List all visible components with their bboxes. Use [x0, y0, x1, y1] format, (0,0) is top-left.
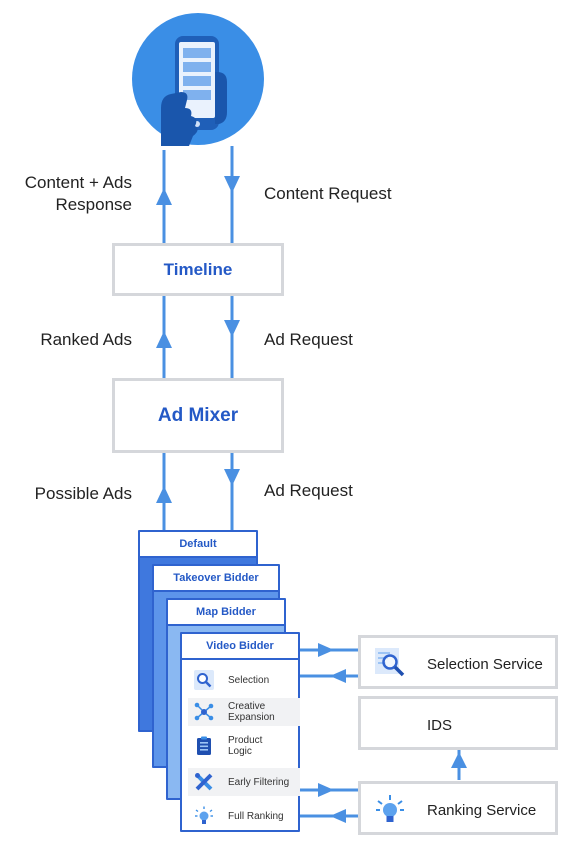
selection-service-icon: [375, 648, 405, 682]
step-product-line2: Logic: [228, 746, 252, 757]
step-early-filtering-label: Early Filtering: [228, 776, 290, 788]
content-ads-response-line2: Response: [55, 195, 132, 214]
step-product-line1: Product: [228, 735, 263, 746]
magnifier-icon: [194, 670, 214, 690]
ranking-service-icon: [375, 795, 405, 829]
network-nodes-icon: [194, 702, 214, 722]
ad-mixer-title: Ad Mixer: [157, 404, 239, 426]
step-creative-line2: Expansion: [228, 712, 275, 723]
step-selection: Selection: [188, 666, 300, 694]
step-creative-expansion-label: Creative Expansion: [228, 701, 275, 723]
ranking-service-node: Ranking Service: [358, 781, 558, 835]
step-product-logic: Product Logic: [188, 732, 300, 760]
video-bidder-card: Video Bidder Selection Creative: [180, 632, 300, 832]
ids-label: IDS: [427, 717, 453, 734]
step-full-ranking: Full Ranking: [188, 802, 300, 830]
video-bidder-title: Video Bidder: [182, 634, 298, 660]
takeover-bidder-title: Takeover Bidder: [154, 566, 278, 592]
ranked-ads-label: Ranked Ads: [40, 330, 132, 349]
clipboard-list-icon: [194, 736, 214, 756]
ad-request-label-2: Ad Request: [264, 481, 353, 500]
ad-request-label-1: Ad Request: [264, 330, 353, 349]
map-bidder-title: Map Bidder: [168, 600, 284, 626]
selection-service-label: Selection Service: [427, 656, 543, 673]
content-ads-response-line1: Content + Ads: [24, 173, 132, 192]
step-creative-expansion: Creative Expansion: [188, 698, 300, 726]
ranking-service-label: Ranking Service: [427, 802, 537, 819]
default-bidder-title: Default: [140, 532, 256, 558]
ids-node: IDS: [358, 696, 558, 750]
selection-service-node: Selection Service: [358, 635, 558, 689]
timeline-node: Timeline: [112, 243, 284, 296]
ad-mixer-node: Ad Mixer: [112, 378, 284, 453]
lightbulb-icon: [194, 806, 214, 826]
content-request-label: Content Request: [264, 184, 392, 203]
step-full-ranking-label: Full Ranking: [228, 810, 284, 822]
content-ads-response-label: Content + Ads Response: [0, 172, 132, 216]
step-selection-label: Selection: [228, 674, 270, 686]
possible-ads-label: Possible Ads: [34, 484, 132, 503]
step-product-logic-label: Product Logic: [228, 735, 262, 757]
crossed-tools-icon: [194, 772, 214, 792]
timeline-title: Timeline: [163, 259, 233, 279]
step-early-filtering: Early Filtering: [188, 768, 300, 796]
phone-user-icon: [132, 13, 264, 146]
step-creative-line1: Creative: [228, 701, 266, 712]
